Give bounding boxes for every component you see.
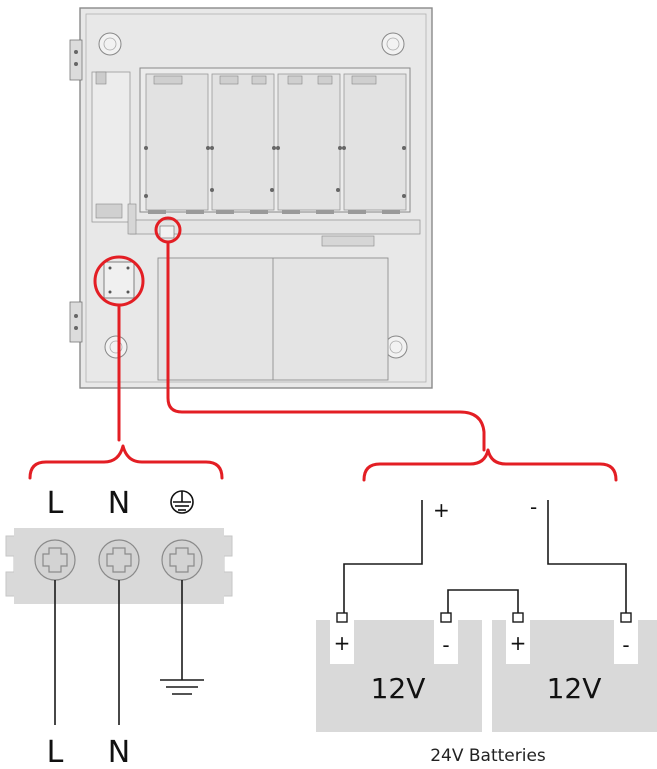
card-connector — [251, 75, 267, 85]
battery-wires — [343, 500, 627, 614]
protective-earth-icon — [170, 490, 194, 514]
knockout-inner — [386, 37, 400, 51]
fuse-holder — [95, 203, 123, 219]
terminal-screw-live — [34, 539, 76, 581]
battery-lead-plus-label: + — [433, 498, 450, 522]
pcb-screws — [144, 146, 406, 198]
battery-left-voltage: 12V — [371, 672, 426, 705]
hinge-top — [69, 39, 83, 81]
battery-right-neg-post — [620, 612, 632, 623]
module-card-3 — [277, 73, 341, 211]
terminal-dot — [126, 266, 130, 270]
battery-left-pos-post — [336, 612, 348, 623]
mains-bracket — [28, 444, 224, 480]
hinge-bottom — [69, 301, 83, 343]
battery-lead-minus-label: - — [530, 495, 537, 519]
negative-lead-wire — [547, 500, 627, 614]
label-live-bottom: L — [47, 735, 64, 769]
module-card-4 — [343, 73, 407, 211]
battery-left: + - 12V — [316, 612, 482, 732]
knockout-inner — [103, 37, 117, 51]
card-connector — [351, 75, 377, 85]
battery-right-voltage: 12V — [547, 672, 602, 705]
card-connector — [219, 75, 239, 85]
knockout-inner — [389, 340, 403, 354]
battery-left-pos-terminal-face — [330, 620, 354, 664]
battery-left-neg-post — [440, 612, 452, 623]
battery-right-pos-terminal-face — [506, 620, 530, 664]
terminal-dot — [108, 290, 112, 294]
knockout-bottom-left — [104, 335, 128, 359]
battery-right: + - 12V — [492, 612, 657, 732]
battery-right-neg-terminal-face — [614, 620, 638, 664]
module-card-1 — [145, 73, 209, 211]
pcb-terminal-strips — [148, 210, 400, 214]
card-connector — [153, 75, 183, 85]
hinge-screw — [74, 50, 78, 54]
mains-wires — [54, 580, 183, 725]
mains-terminal-block: L N — [5, 486, 233, 769]
din-rail-left — [91, 71, 131, 223]
battery-left-neg-label: - — [442, 633, 449, 657]
battery-bracket — [362, 448, 618, 482]
knockout-inner — [109, 340, 123, 354]
battery-connector — [159, 225, 175, 239]
enclosure-inner-rim — [85, 13, 427, 383]
terminal-dot — [126, 290, 130, 294]
module-cards — [144, 73, 407, 214]
battery-right-neg-label: - — [622, 633, 629, 657]
callouts — [28, 216, 618, 482]
label-live-top: L — [47, 486, 64, 521]
side-bracket — [127, 203, 137, 235]
terminal-screw-neutral — [98, 539, 140, 581]
positive-lead-wire — [343, 500, 423, 614]
series-link-wire — [447, 589, 519, 614]
label-neutral-top: N — [108, 486, 130, 521]
label-neutral-bottom: N — [108, 735, 130, 769]
ground-icon — [160, 679, 204, 695]
battery-right-pos-post — [512, 612, 524, 623]
batteries-caption: 24V Batteries — [430, 746, 546, 766]
card-connector — [317, 75, 333, 85]
module-card-2 — [211, 73, 275, 211]
hinge-screw — [74, 62, 78, 66]
knockout-top-left — [98, 32, 122, 56]
hinge-screw — [74, 326, 78, 330]
power-supply-enclosure — [69, 7, 433, 389]
connector-block — [321, 235, 375, 247]
knockout-top-right — [381, 32, 405, 56]
battery-wiring: + - + - 12V + - 12V — [316, 495, 657, 766]
rail-clip — [95, 71, 107, 85]
card-connector — [287, 75, 303, 85]
mains-terminal-small — [103, 261, 135, 299]
terminal-dot — [108, 266, 112, 270]
battery-left-neg-terminal-face — [434, 620, 458, 664]
terminal-screw-earth — [161, 539, 203, 581]
hinge-screw — [74, 314, 78, 318]
battery-leader-line — [166, 240, 486, 452]
battery-right-pos-label: + — [510, 631, 527, 655]
battery-left-pos-label: + — [334, 631, 351, 655]
